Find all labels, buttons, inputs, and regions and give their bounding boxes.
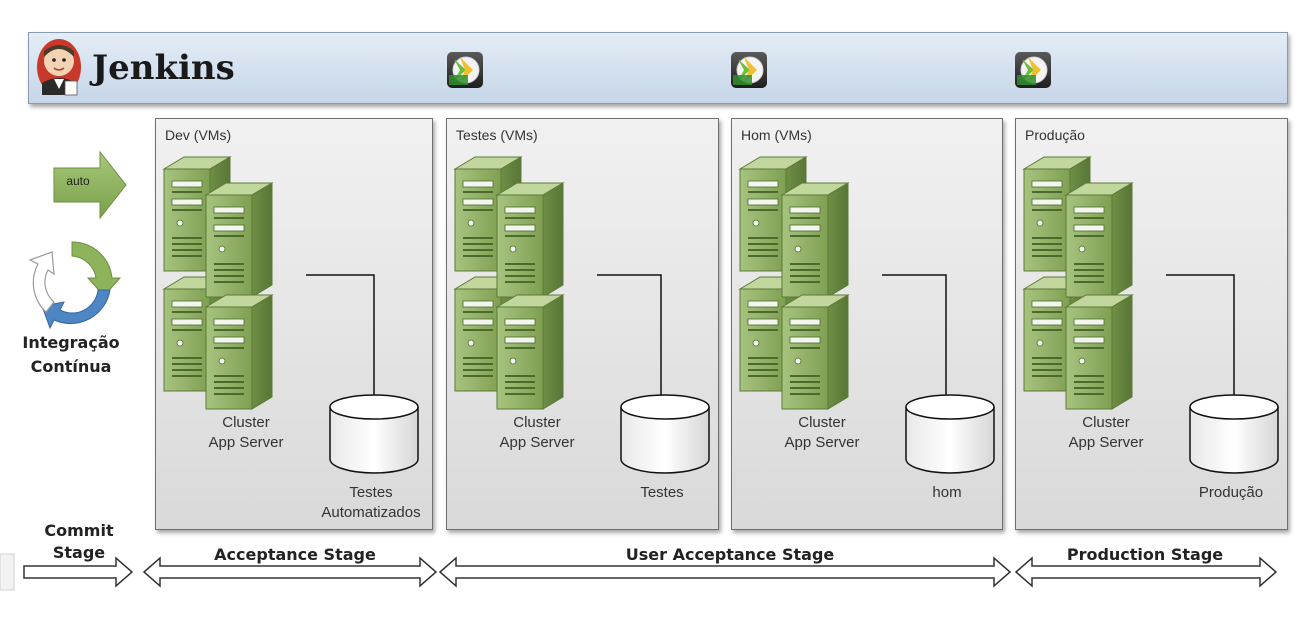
user-acceptance-stage-label: User Acceptance Stage xyxy=(625,545,835,564)
database-label-line2: Testes xyxy=(640,484,684,501)
database-label-line2: Produção xyxy=(1198,484,1264,501)
panel-title: Hom (VMs) xyxy=(741,127,812,143)
pipeline-trigger-icon[interactable] xyxy=(446,51,484,89)
panel-testes: Testes (VMs) Cluster App Server Testes xyxy=(446,118,719,530)
cluster-label-line1: Cluster xyxy=(513,414,561,431)
database-label-line1: Testes xyxy=(349,484,393,501)
jenkins-banner xyxy=(28,32,1288,104)
cluster-label: Cluster App Server xyxy=(752,413,892,453)
database-icon xyxy=(1189,394,1279,474)
database-label: hom xyxy=(882,483,1012,503)
user-acceptance-stage-arrow xyxy=(438,556,1012,588)
cluster-label: Cluster App Server xyxy=(467,413,607,453)
continuous-integration-cycle-icon xyxy=(28,241,122,330)
cluster-label-line2: App Server xyxy=(499,434,575,451)
cluster-label-line1: Cluster xyxy=(798,414,846,431)
panel-hom: Hom (VMs) Cluster App Server hom xyxy=(731,118,1003,530)
commit-stage-label: Commit Stage xyxy=(24,520,134,564)
cluster-label-line2: App Server xyxy=(1068,434,1144,451)
auto-arrow-icon xyxy=(53,150,127,220)
cluster-label-line2: App Server xyxy=(208,434,284,451)
database-icon xyxy=(905,394,995,474)
ci-label-line1: Integração xyxy=(22,333,120,352)
pipeline-trigger-icon[interactable] xyxy=(1014,51,1052,89)
pipeline-trigger-icon[interactable] xyxy=(730,51,768,89)
server-cluster-icon xyxy=(739,154,849,410)
cluster-label-line2: App Server xyxy=(784,434,860,451)
cluster-label-line1: Cluster xyxy=(1082,414,1130,431)
database-icon xyxy=(329,394,419,474)
panel-dev: Dev (VMs) Cluster App Server Testes Auto… xyxy=(155,118,433,530)
database-label: Testes Automatizados xyxy=(306,483,436,523)
server-cluster-icon xyxy=(1023,154,1133,410)
jenkins-title: Jenkins xyxy=(92,48,235,88)
database-label: Testes xyxy=(597,483,727,503)
edge-tab xyxy=(0,553,15,591)
database-label-line2: Automatizados xyxy=(321,504,421,521)
cluster-label: Cluster App Server xyxy=(176,413,316,453)
database-icon xyxy=(620,394,710,474)
cluster-label-line1: Cluster xyxy=(222,414,270,431)
commit-stage-arrow xyxy=(23,556,134,588)
production-stage-arrow xyxy=(1014,556,1278,588)
server-cluster-icon xyxy=(163,154,273,410)
auto-label: auto xyxy=(66,174,90,188)
panel-title: Testes (VMs) xyxy=(456,127,538,143)
jenkins-butler-icon xyxy=(37,39,81,96)
database-label-line2: hom xyxy=(932,484,962,501)
ci-label: Integração Contínua xyxy=(8,331,134,379)
commit-stage-line2: Stage xyxy=(52,543,106,562)
cluster-label: Cluster App Server xyxy=(1036,413,1176,453)
panel-title: Produção xyxy=(1025,127,1085,143)
panel-producao: Produção Cluster App Server Produção xyxy=(1015,118,1288,530)
acceptance-stage-label: Acceptance Stage xyxy=(214,545,376,564)
database-label: Produção xyxy=(1166,483,1296,503)
panel-title: Dev (VMs) xyxy=(165,127,232,143)
production-stage-label: Production Stage xyxy=(1066,545,1224,564)
stage-arrows xyxy=(0,553,1278,591)
acceptance-stage-arrow xyxy=(142,556,438,588)
ci-label-line2: Contínua xyxy=(30,357,112,376)
server-cluster-icon xyxy=(454,154,564,410)
commit-stage-line1: Commit xyxy=(44,521,114,540)
